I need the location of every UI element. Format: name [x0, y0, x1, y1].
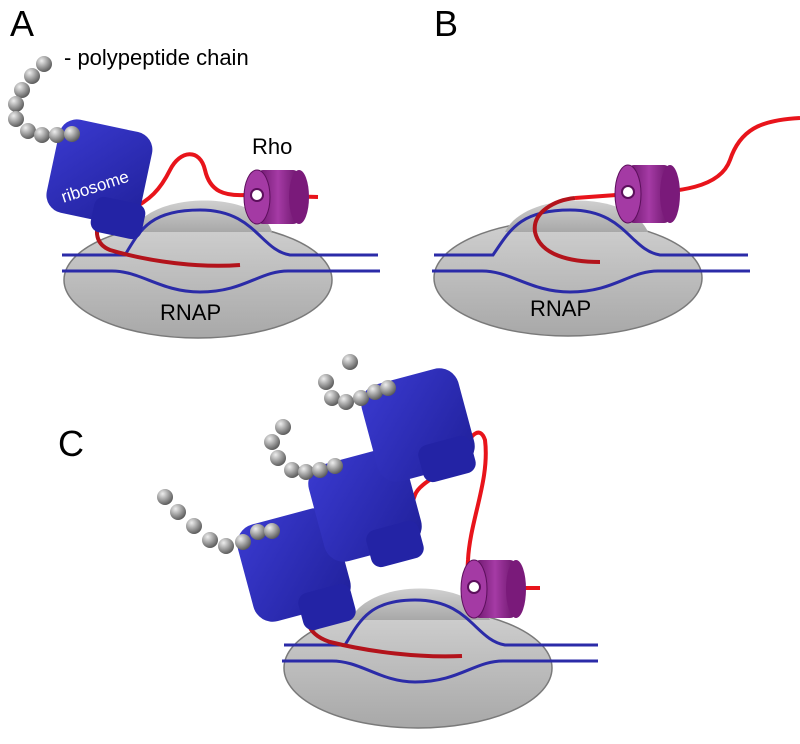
ribosome-c-2-small-subunit	[366, 520, 424, 568]
polypeptide-c-1	[157, 489, 280, 554]
ribosome-c-1-small-subunit	[298, 583, 356, 631]
dna-b-top	[434, 208, 748, 257]
dna-c-top	[284, 598, 598, 647]
panel-c: C	[58, 354, 598, 729]
panel-b: B RNAP	[432, 3, 800, 337]
rnap-b-label: RNAP	[530, 296, 591, 321]
rho-a	[243, 169, 309, 225]
mrna-a-inside	[95, 220, 241, 268]
dna-a-bottom	[62, 269, 380, 294]
panel-c-label: C	[58, 423, 84, 464]
polypeptide-a	[8, 56, 80, 143]
panel-b-label: B	[434, 3, 458, 44]
panel-a: A ribosome - polypeptide chain	[8, 3, 380, 339]
ribosome-c-3-small-subunit	[418, 435, 476, 483]
dna-b-bottom	[432, 269, 750, 294]
rnap-b-bubble	[505, 200, 648, 232]
ribosome-a-small-subunit	[90, 196, 146, 240]
rnap-a-bubble	[132, 200, 272, 232]
rho-b	[614, 164, 680, 224]
dna-c-bottom	[282, 659, 598, 684]
mrna-b-inside	[532, 196, 601, 264]
rho-c	[460, 559, 526, 619]
polypeptide-c-2	[264, 419, 343, 480]
mrna-a	[129, 152, 319, 212]
mrna-b	[574, 116, 800, 200]
panel-a-label: A	[10, 3, 34, 44]
polypeptide-chain-label: - polypeptide chain	[64, 45, 249, 70]
rnap-c-bubble	[350, 588, 490, 620]
rnap-a-label: RNAP	[160, 300, 221, 325]
ribosome-a	[46, 119, 153, 226]
polypeptide-c-3	[318, 354, 396, 410]
rho-label: Rho	[252, 134, 292, 159]
